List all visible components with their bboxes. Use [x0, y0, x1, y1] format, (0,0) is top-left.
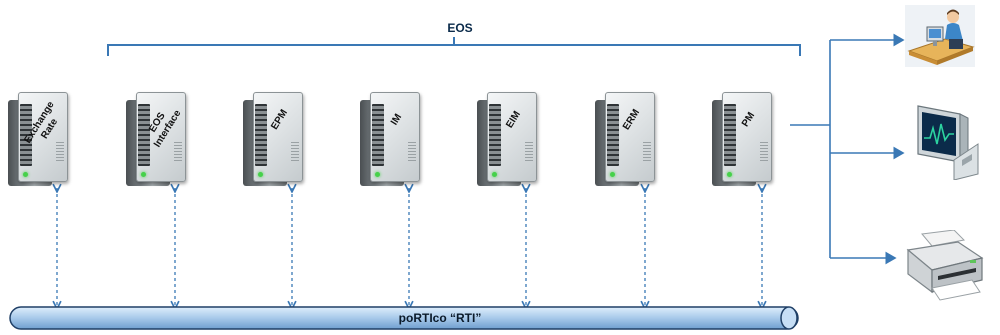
server-exchange-rate: Exchange Rate: [8, 92, 68, 187]
server-eim: EIM: [477, 92, 537, 187]
operator-workstation-icon: [905, 5, 975, 67]
server-eos-interface: EOS Interface: [126, 92, 186, 187]
rti-bus: [9, 306, 799, 330]
server-epm: EPM: [243, 92, 303, 187]
eos-group-label: EOS: [447, 21, 473, 35]
rti-bus-label: poRTIco “RTI”: [398, 311, 482, 325]
printer-icon: [906, 230, 984, 301]
monitor-display-icon: [917, 105, 979, 180]
output-trunk: [790, 40, 831, 258]
eos-group-brace: [107, 37, 801, 56]
server-erm: ERM: [595, 92, 655, 187]
server-im: IM: [360, 92, 420, 187]
server-pm: PM: [712, 92, 772, 187]
